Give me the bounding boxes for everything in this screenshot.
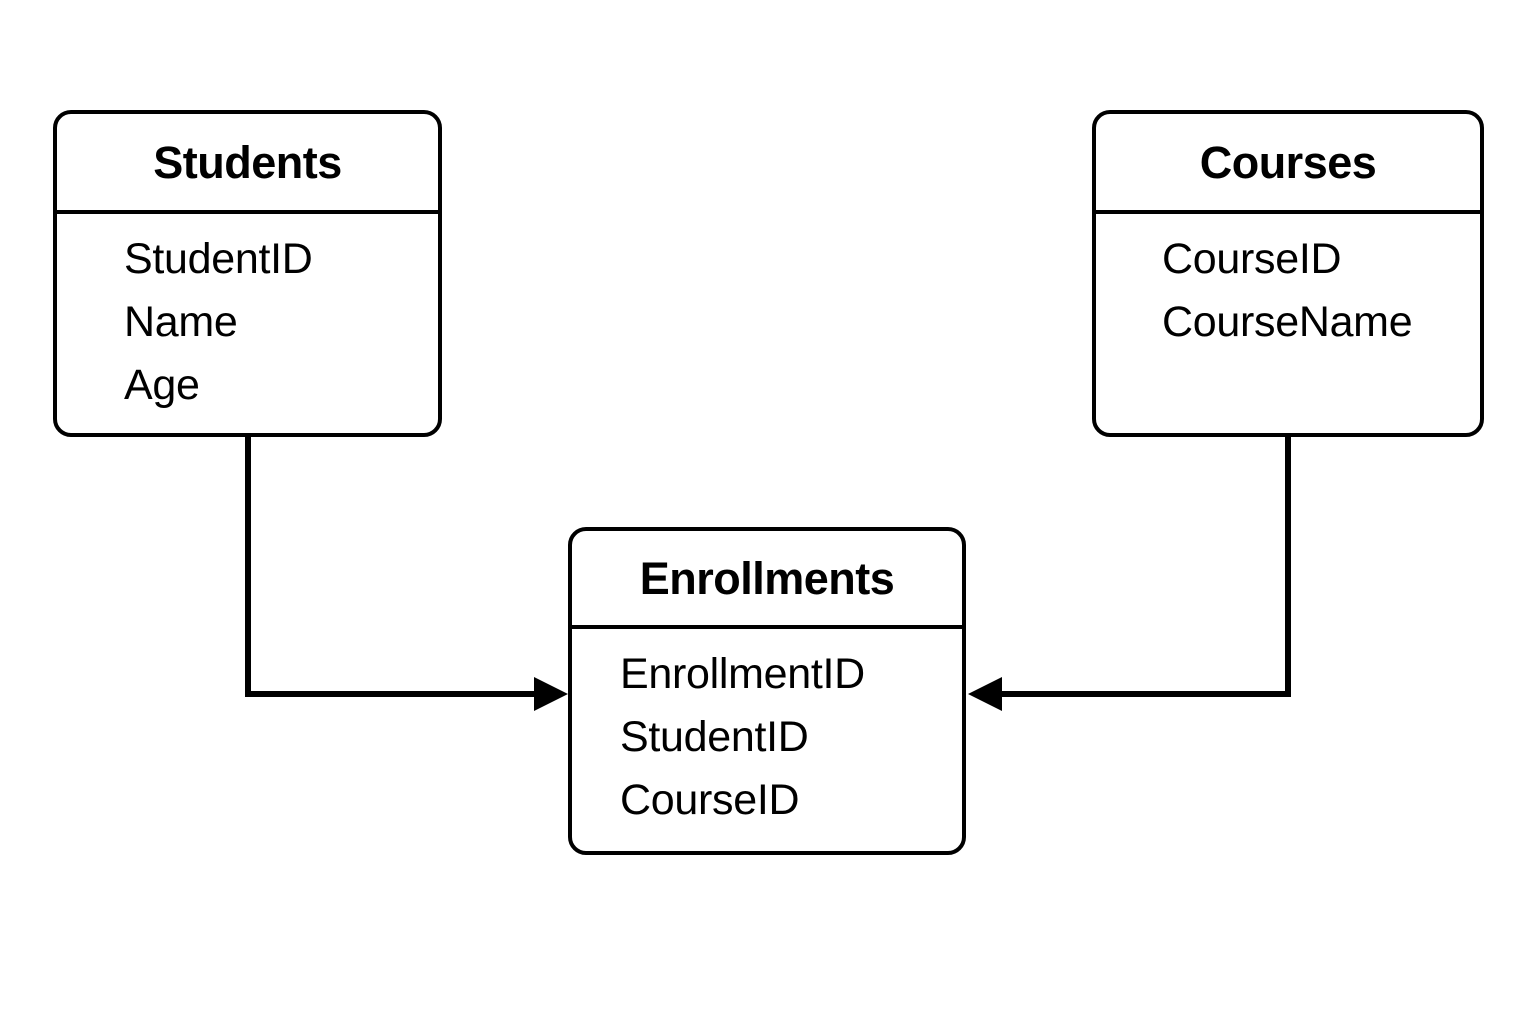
entity-students-attributes: StudentID Name Age xyxy=(57,214,438,417)
entity-courses[interactable]: Courses CourseID CourseName xyxy=(1092,110,1484,437)
attribute-row: EnrollmentID xyxy=(620,650,865,698)
attribute-row: CourseName xyxy=(1162,298,1413,346)
entity-courses-attributes: CourseID CourseName xyxy=(1096,214,1480,354)
attribute-row: StudentID xyxy=(620,713,809,761)
attribute-row: CourseID xyxy=(1162,235,1342,283)
arrowhead-into-enrollments-right xyxy=(968,677,1002,711)
entity-students-title: Students xyxy=(153,136,342,188)
arrowhead-into-enrollments-left xyxy=(534,677,568,711)
entity-enrollments-title: Enrollments xyxy=(639,552,895,604)
attribute-row: StudentID xyxy=(124,235,313,283)
entity-enrollments-header: Enrollments xyxy=(572,531,962,629)
entity-enrollments-attributes: EnrollmentID StudentID CourseID xyxy=(572,629,962,832)
edge-line-students-enrollments xyxy=(245,437,538,697)
edge-students-to-enrollments xyxy=(245,437,568,711)
entity-courses-title: Courses xyxy=(1199,136,1377,188)
entity-courses-header: Courses xyxy=(1096,114,1480,214)
attribute-row: CourseID xyxy=(620,776,800,824)
edge-line-courses-enrollments xyxy=(998,437,1291,697)
attribute-row: Age xyxy=(124,361,200,409)
entity-students-header: Students xyxy=(57,114,438,214)
entity-enrollments[interactable]: Enrollments EnrollmentID StudentID Cours… xyxy=(568,527,966,855)
entity-students[interactable]: Students StudentID Name Age xyxy=(53,110,442,437)
attribute-row: Name xyxy=(124,298,238,346)
edge-courses-to-enrollments xyxy=(968,437,1291,711)
